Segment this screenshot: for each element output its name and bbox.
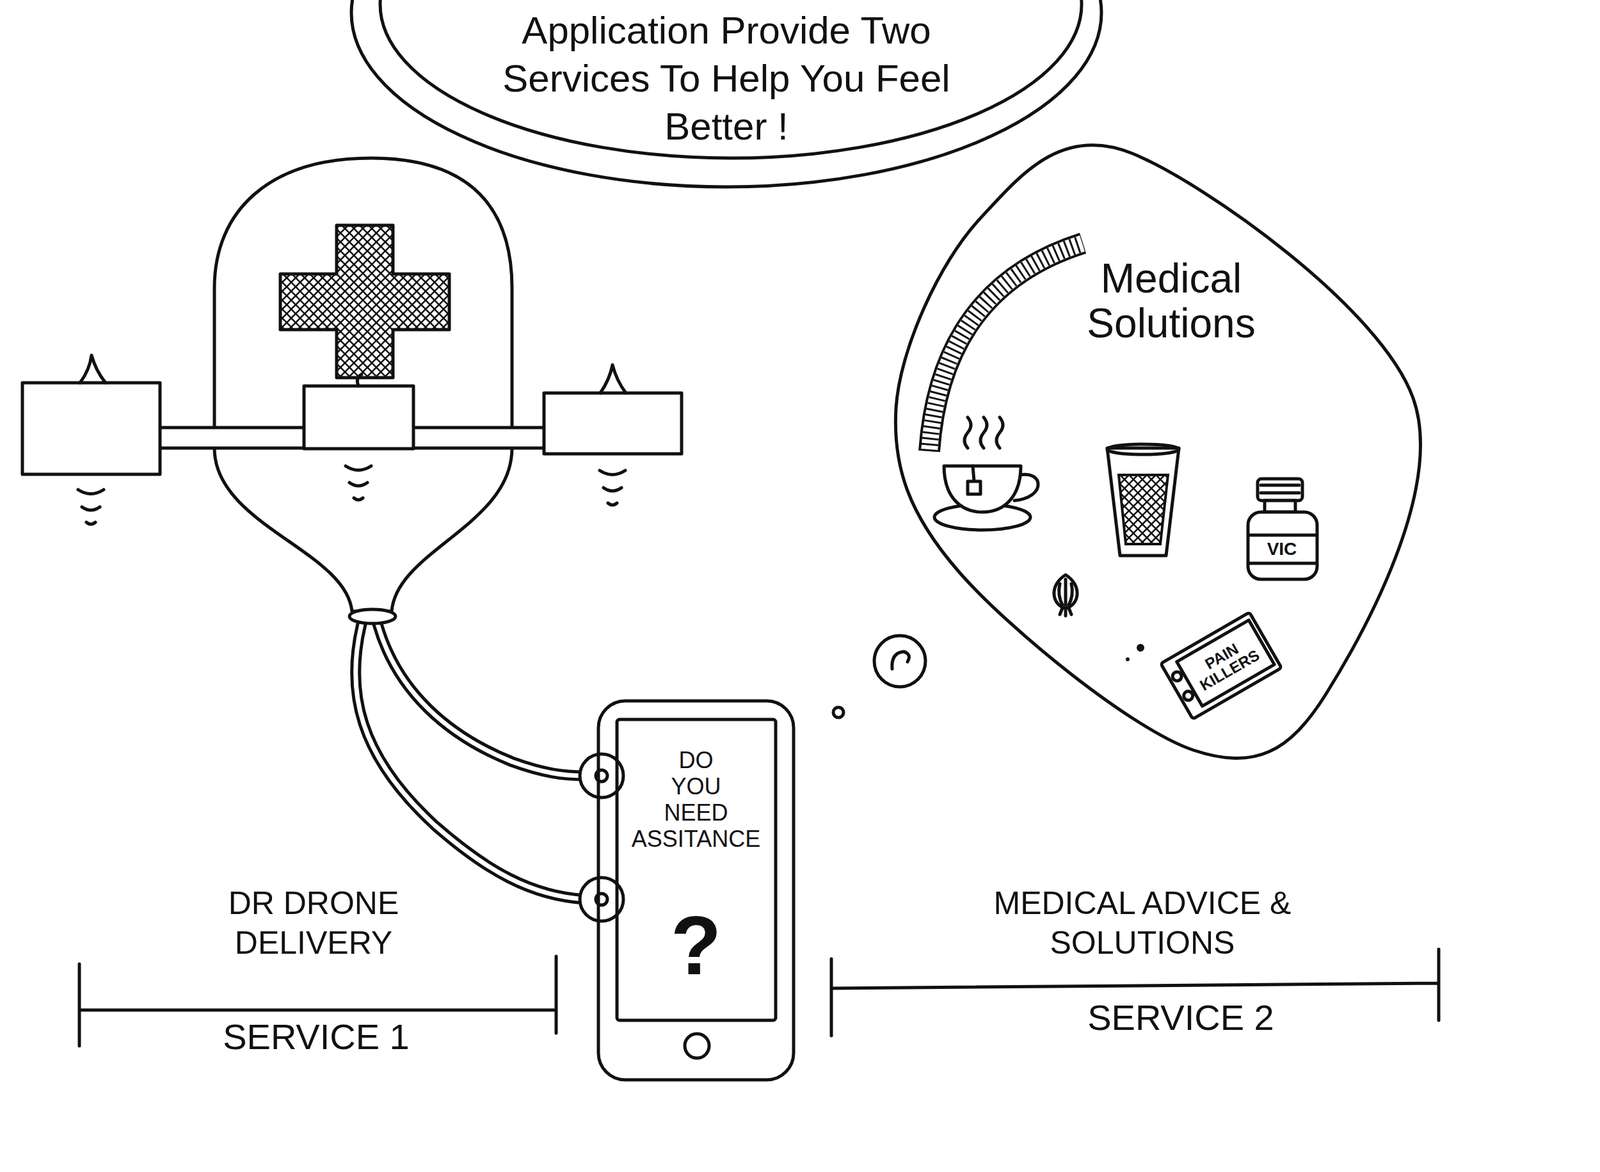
hatched-band bbox=[929, 243, 1083, 452]
remedy-icons bbox=[929, 243, 1318, 719]
propeller-box bbox=[304, 385, 414, 449]
jar-label: VIC bbox=[1249, 537, 1314, 561]
hatched-band bbox=[929, 243, 1083, 452]
drone-arm bbox=[410, 427, 547, 448]
drone-arm bbox=[157, 427, 307, 448]
box-label-panel bbox=[1176, 620, 1275, 706]
jar-label-band bbox=[1249, 535, 1316, 564]
wire bbox=[355, 624, 586, 900]
bubble-outline bbox=[351, 0, 1102, 187]
motion-lines bbox=[78, 489, 104, 525]
screen-prompt: DO YOU NEED ASSITANCE bbox=[625, 746, 767, 852]
thought-dot bbox=[833, 707, 844, 718]
painkiller-box bbox=[1160, 612, 1282, 720]
service-number: SERVICE 2 bbox=[1052, 997, 1309, 1039]
jar-neck bbox=[1264, 500, 1296, 512]
thought-dot bbox=[874, 635, 926, 687]
shape-outline bbox=[892, 150, 1418, 756]
thought-bubble: Medical Solutions bbox=[892, 150, 1418, 756]
service-name: DR DRONE DELIVERY bbox=[198, 883, 429, 963]
motion-lines bbox=[345, 465, 372, 500]
phone-box: DO YOU NEED ASSITANCE? bbox=[596, 698, 796, 1082]
bubble-heading: Medical Solutions bbox=[1068, 256, 1274, 346]
box-label: PAIN KILLERS bbox=[1184, 630, 1266, 696]
propeller-box bbox=[544, 392, 682, 454]
jar-lid-ridges bbox=[1260, 485, 1300, 493]
pill-dot bbox=[1136, 643, 1145, 652]
glass-drink bbox=[1118, 474, 1168, 544]
tea-tag bbox=[967, 481, 981, 495]
propeller-box bbox=[22, 382, 160, 475]
drone-fin bbox=[80, 355, 106, 383]
jar-lid bbox=[1257, 478, 1303, 501]
drone-fin bbox=[600, 364, 626, 393]
phone-body bbox=[598, 700, 794, 1080]
motion-lines bbox=[599, 470, 626, 505]
home-button bbox=[684, 1033, 710, 1058]
glass-rim bbox=[1107, 444, 1179, 455]
thought-scribble bbox=[892, 651, 910, 669]
jar-body bbox=[1248, 512, 1318, 580]
drink-glass bbox=[1107, 448, 1179, 556]
tea-string bbox=[972, 465, 975, 482]
box-pill bbox=[1171, 670, 1184, 683]
bubble-outline bbox=[895, 144, 1421, 758]
box-pill bbox=[1182, 689, 1195, 702]
medical-cross bbox=[280, 225, 450, 378]
hatched-band bbox=[929, 243, 1083, 452]
drone-drawing bbox=[22, 158, 682, 624]
phone-screen bbox=[616, 719, 776, 1021]
drone-balloon bbox=[214, 158, 512, 612]
wire-outline bbox=[355, 624, 586, 900]
tea-steam bbox=[964, 417, 1003, 448]
question-mark: ? bbox=[625, 903, 767, 987]
bubble-outline bbox=[380, 0, 1082, 159]
box-outline bbox=[1160, 612, 1282, 720]
wire-core bbox=[355, 624, 586, 900]
garlic-lines bbox=[1059, 579, 1073, 616]
wire-outline bbox=[377, 624, 586, 776]
speech-bubble: Application Provide Two Services To Help… bbox=[348, 0, 1104, 189]
service-name: MEDICAL ADVICE & SOLUTIONS bbox=[963, 883, 1322, 963]
balloon-neck bbox=[349, 609, 396, 624]
pill-dot bbox=[1125, 657, 1130, 662]
service-number: SERVICE 1 bbox=[188, 1016, 445, 1058]
tea-cup bbox=[944, 465, 1021, 512]
thought-dots bbox=[833, 635, 926, 718]
wire-core bbox=[377, 624, 586, 776]
drone-fin bbox=[357, 374, 362, 386]
bubble-text: Application Provide Two Services To Help… bbox=[483, 6, 970, 151]
